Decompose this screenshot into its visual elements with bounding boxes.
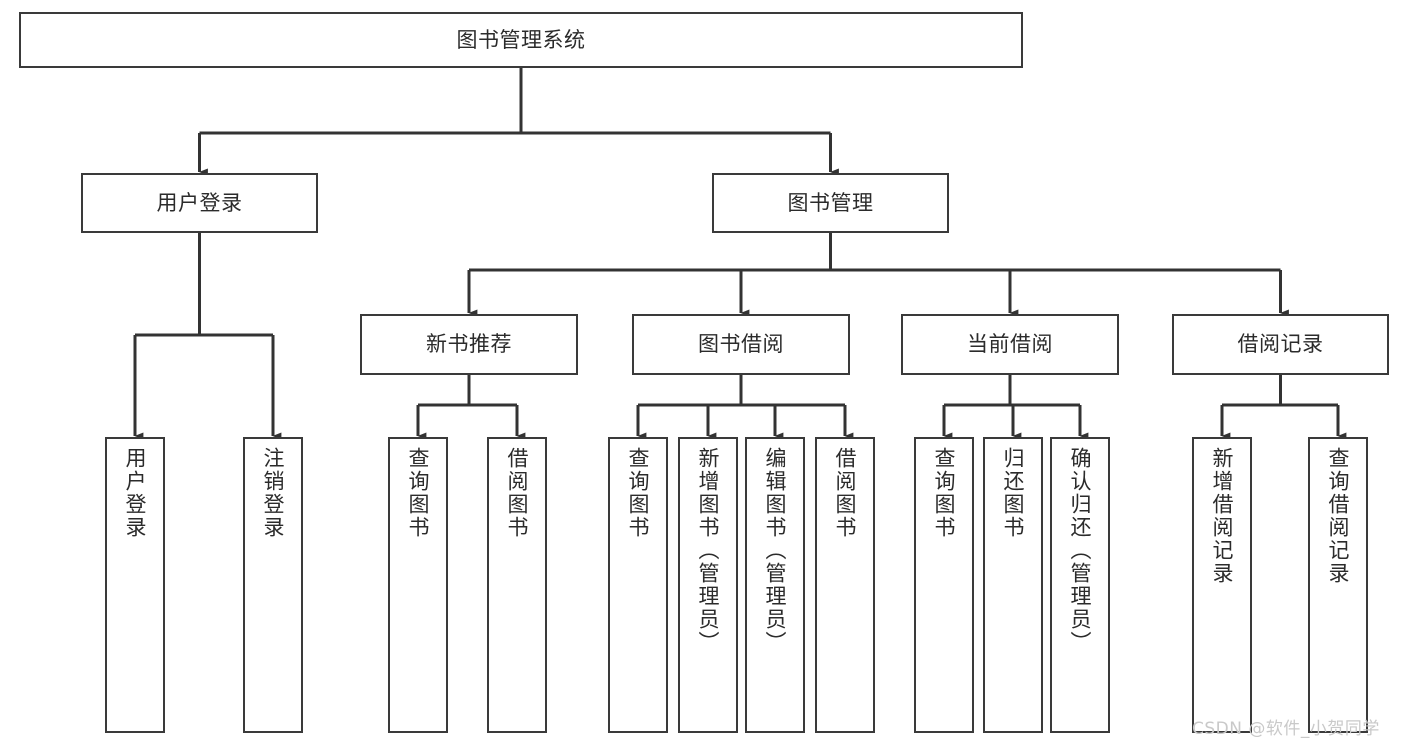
node-label: 图书管理	[787, 190, 874, 215]
node-label: 新增图书（管理员）	[696, 447, 721, 654]
node-root[interactable]: 图书管理系统	[19, 12, 1023, 68]
node-leaf-5[interactable]: 查询图书	[608, 437, 668, 733]
node-label: 编辑图书（管理员）	[763, 447, 788, 654]
node-user-login[interactable]: 用户登录	[81, 173, 318, 233]
node-label: 借阅图书	[505, 447, 530, 539]
node-leaf-3[interactable]: 查询图书	[388, 437, 448, 733]
node-book-borrow[interactable]: 图书借阅	[632, 314, 850, 375]
watermark-csdn: CSDN @软件_小贺同学	[1192, 719, 1380, 739]
node-label: 用户登录	[156, 190, 243, 215]
node-leaf-9[interactable]: 查询图书	[914, 437, 974, 733]
node-leaf-13[interactable]: 查询借阅记录	[1308, 437, 1368, 733]
node-label: 图书借阅	[698, 332, 784, 357]
node-label: 当前借阅	[967, 332, 1053, 357]
node-book-manage[interactable]: 图书管理	[712, 173, 949, 233]
node-label: 查询借阅记录	[1326, 447, 1351, 585]
edge-paths	[133, 68, 1347, 440]
node-label: 图书管理系统	[456, 27, 586, 52]
node-label: 新书推荐	[426, 332, 512, 357]
node-label: 注销登录	[261, 447, 286, 539]
node-leaf-11[interactable]: 确认归还（管理员）	[1050, 437, 1110, 733]
node-borrow-log[interactable]: 借阅记录	[1172, 314, 1389, 375]
node-leaf-2[interactable]: 注销登录	[243, 437, 303, 733]
node-label: 归还图书	[1001, 447, 1026, 539]
node-label: 查询图书	[626, 447, 651, 539]
node-leaf-7[interactable]: 编辑图书（管理员）	[745, 437, 805, 733]
node-label: 新增借阅记录	[1210, 447, 1235, 585]
node-label: 借阅记录	[1237, 332, 1324, 357]
node-leaf-12[interactable]: 新增借阅记录	[1192, 437, 1252, 733]
node-new-book-rec[interactable]: 新书推荐	[360, 314, 578, 375]
node-leaf-4[interactable]: 借阅图书	[487, 437, 547, 733]
node-label: 查询图书	[406, 447, 431, 539]
node-leaf-10[interactable]: 归还图书	[983, 437, 1043, 733]
node-cur-borrow[interactable]: 当前借阅	[901, 314, 1119, 375]
node-leaf-6[interactable]: 新增图书（管理员）	[678, 437, 738, 733]
node-leaf-8[interactable]: 借阅图书	[815, 437, 875, 733]
node-label: 查询图书	[932, 447, 957, 539]
node-label: 确认归还（管理员）	[1068, 447, 1093, 654]
node-label: 借阅图书	[833, 447, 858, 539]
node-leaf-1[interactable]: 用户登录	[105, 437, 165, 733]
node-label: 用户登录	[123, 447, 148, 539]
